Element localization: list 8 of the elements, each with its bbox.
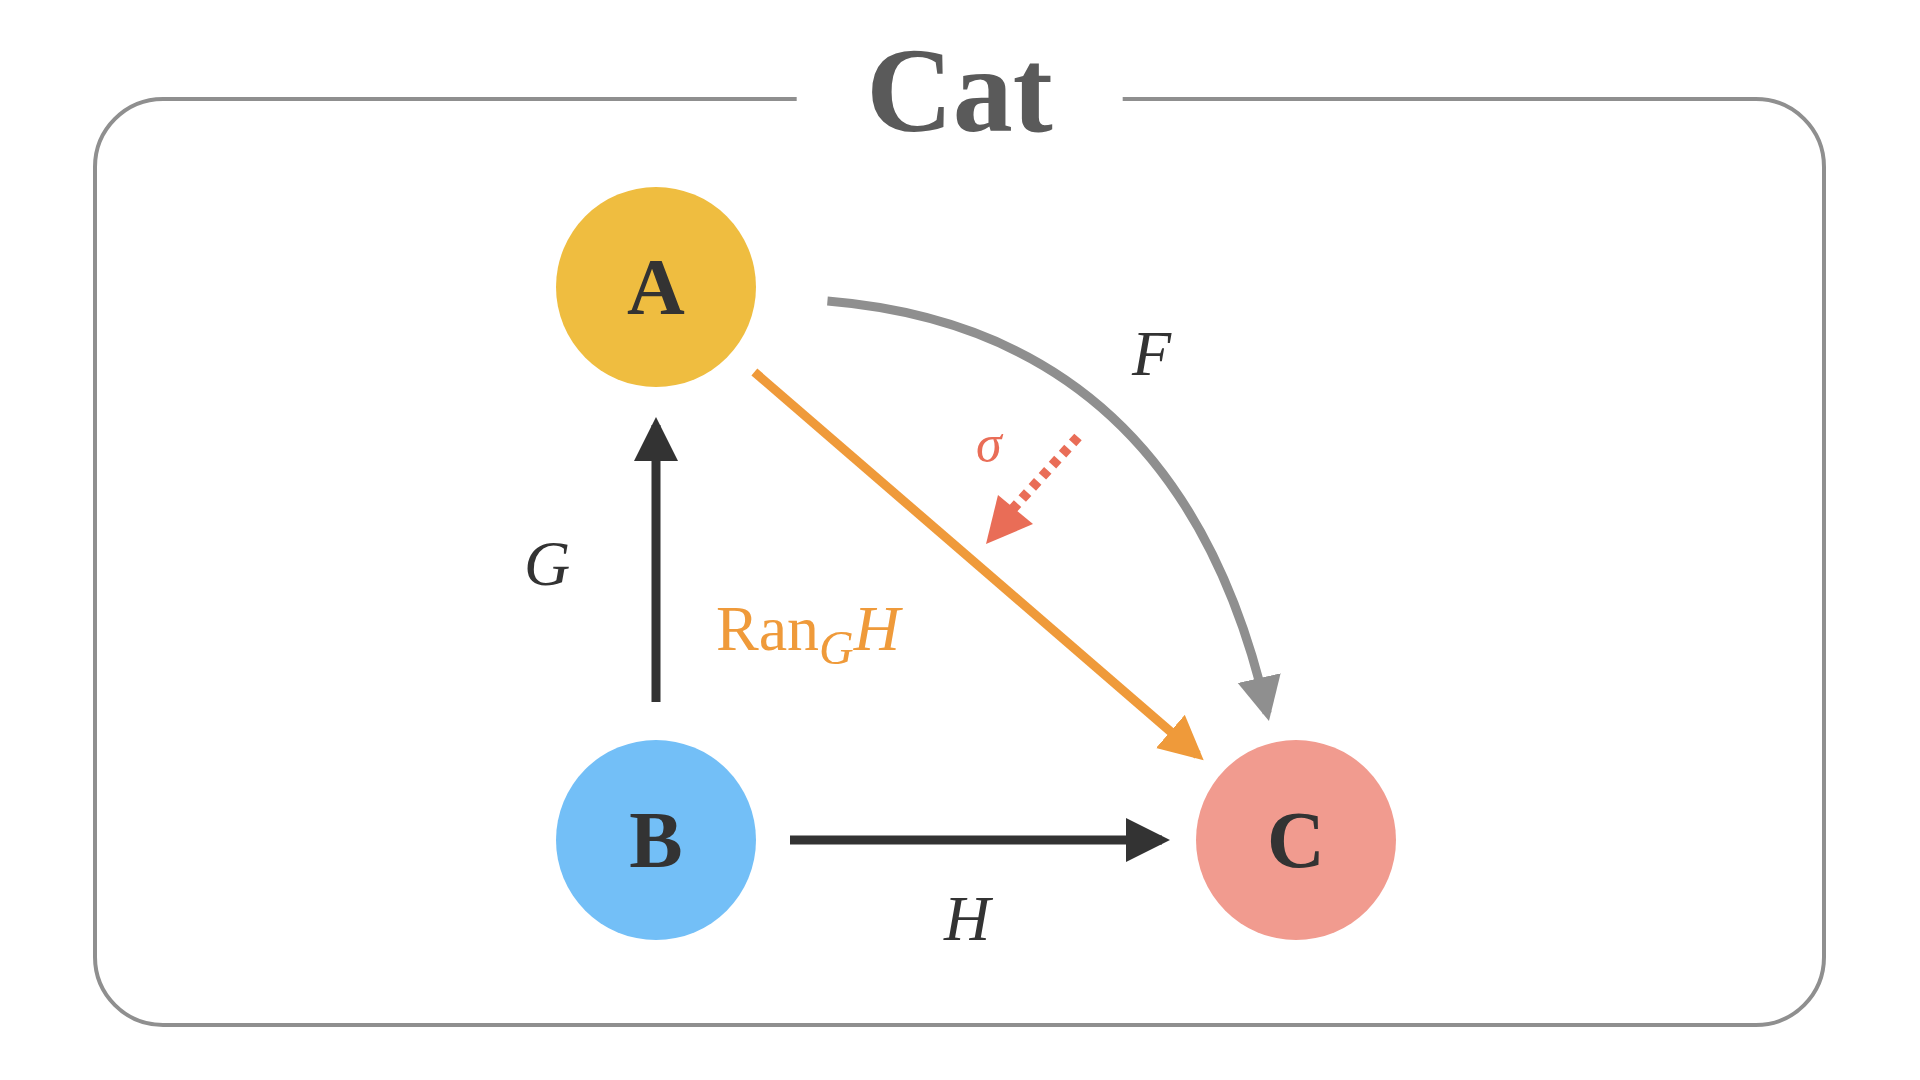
morphism-arrow <box>634 417 678 702</box>
morphism-arrow <box>826 296 1280 721</box>
morphism-arrow <box>751 368 1204 761</box>
morphism-arrow <box>790 818 1170 862</box>
transformation-label: σ <box>976 418 1002 470</box>
object-label: A <box>627 247 685 327</box>
object-label: C <box>1267 800 1325 880</box>
object-label: B <box>629 800 683 880</box>
